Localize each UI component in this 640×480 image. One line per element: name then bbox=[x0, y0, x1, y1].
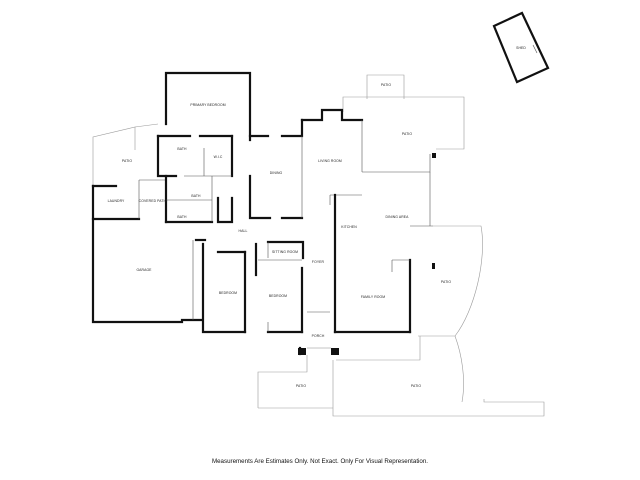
label-wic: W.I.C bbox=[214, 155, 223, 159]
label-porch: PORCH bbox=[312, 334, 325, 338]
label-bedroom-1: BEDROOM bbox=[219, 291, 237, 295]
label-dining: DINING bbox=[270, 171, 283, 175]
label-bath-1: BATH bbox=[177, 147, 187, 151]
label-kitchen: KITCHEN bbox=[341, 225, 357, 229]
shed bbox=[492, 11, 550, 84]
room-labels: SHED PATIO PRIMARY BEDROOM PATIO PATIO B… bbox=[108, 46, 527, 388]
label-patio-west: PATIO bbox=[122, 159, 132, 163]
label-sitting-room: SITTING ROOM bbox=[272, 250, 298, 254]
label-patio-ne: PATIO bbox=[402, 132, 412, 136]
label-bath-2: BATH bbox=[191, 194, 201, 198]
label-patio-top: PATIO bbox=[381, 83, 391, 87]
label-primary-bedroom: PRIMARY BEDROOM bbox=[190, 103, 225, 107]
label-bedroom-2: BEDROOM bbox=[269, 294, 287, 298]
outdoor-patios bbox=[92, 74, 545, 417]
label-hall: HALL bbox=[239, 229, 248, 233]
label-dining-area: DINING AREA bbox=[386, 215, 410, 219]
label-bath-3: BATH bbox=[177, 215, 187, 219]
house-walls bbox=[91, 71, 436, 356]
label-shed: SHED bbox=[516, 46, 526, 50]
label-patio-south: PATIO bbox=[411, 384, 421, 388]
label-garage: GARAGE bbox=[136, 268, 152, 272]
disclaimer-text: Measurements Are Estimates Only. Not Exa… bbox=[211, 458, 429, 465]
label-foyer: FOYER bbox=[312, 260, 325, 264]
label-covered-patio: COVERED PATIO bbox=[139, 199, 168, 203]
label-patio-sw: PATIO bbox=[296, 384, 306, 388]
label-living-room: LIVING ROOM bbox=[318, 159, 342, 163]
label-patio-east: PATIO bbox=[441, 280, 451, 284]
label-family-room: FAMILY ROOM bbox=[361, 295, 385, 299]
label-laundry: LAUNDRY bbox=[108, 199, 125, 203]
